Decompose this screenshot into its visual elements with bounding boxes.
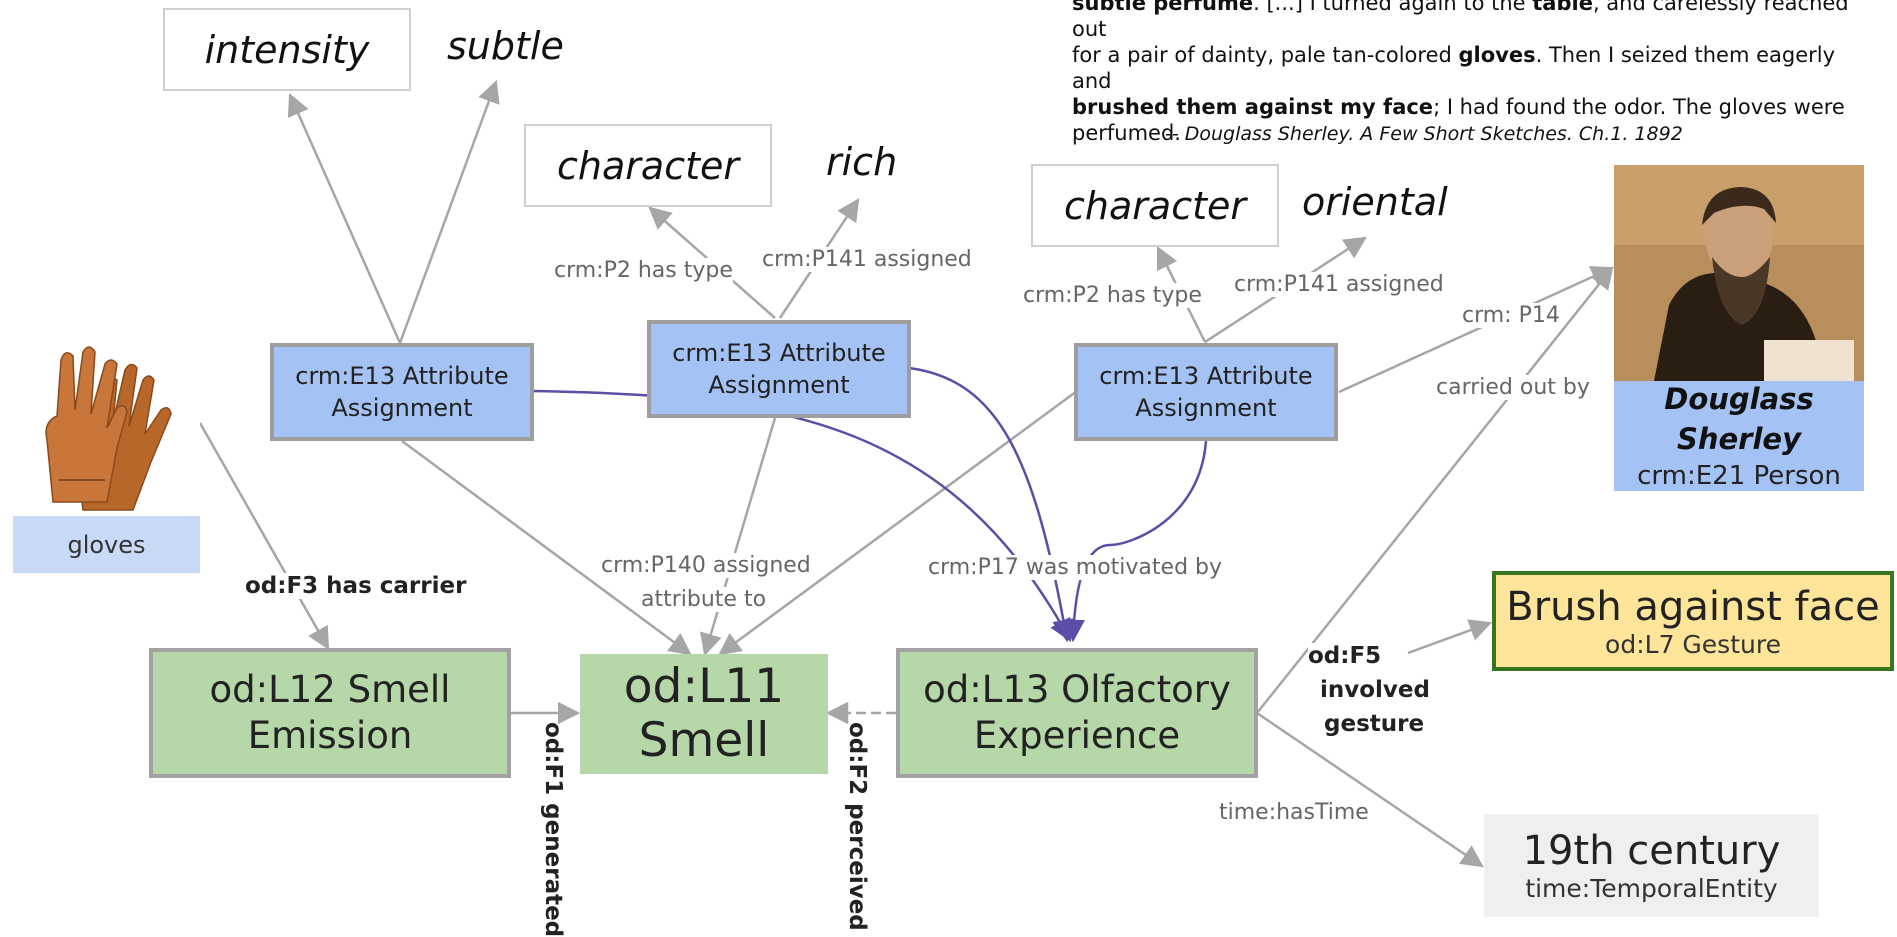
edge-a1-type [287,92,402,344]
edges-layer [198,79,1615,868]
edge-a2-p140 [699,417,777,657]
edge-has-time [1256,711,1484,868]
attr1-type-word: intensity [204,27,370,72]
person-node: Douglass Sherley crm:E21 Person [1614,381,1864,491]
label-p140-line1: crm:P140 assigned [601,553,811,578]
edge-a3-p14 [1338,266,1615,394]
attr2-type-word: character [557,143,739,188]
label-a3-p141: crm:P141 assigned [1234,272,1444,297]
attr3-type-word: character [1064,183,1246,228]
edge-p17-a1 [531,389,1072,642]
gesture-name: Brush against face [1506,583,1880,630]
label-p14: crm: P14 [1462,303,1560,328]
time-name: 19th century [1522,828,1781,874]
edge-carried-out-by [1256,266,1614,714]
smell-emission-label: od:L12 Smell Emission [209,668,451,757]
attr-assignment-3: crm:E13 Attribute Assignment [1074,343,1338,441]
person-type: crm:E21 Person [1637,461,1841,491]
label-p140-line2: attribute to [641,587,767,612]
attr-assignment-1-label: crm:E13 Attribute Assignment [295,362,509,422]
gloves-label: gloves [13,516,200,573]
attr2-type-box: character [524,124,772,207]
quote-citation: -- Douglass Sherley. A Few Short Sketche… [1165,123,1683,145]
time-type: time:TemporalEntity [1525,874,1778,903]
label-f5-line3: gesture [1324,711,1425,737]
edge-f5 [1407,619,1493,655]
edge-p17-a3 [1062,440,1208,643]
label-has-time: time:hasTime [1219,800,1369,825]
attr-assignment-1: crm:E13 Attribute Assignment [270,343,534,441]
label-a2-p141: crm:P141 assigned [762,247,972,272]
smell-node: od:L11 Smell [580,654,828,774]
label-p17: crm:P17 was motivated by [928,555,1223,580]
attr2-value-word: rich [826,140,898,184]
attr-assignment-2-label: crm:E13 Attribute Assignment [672,339,886,399]
quote-text: subtle perfume. [...] I turned again to … [1072,0,1872,146]
gloves-icon [45,346,172,511]
person-name: Douglass Sherley [1664,382,1814,456]
gesture-node: Brush against face od:L7 Gesture [1492,571,1894,671]
edge-a3-p140 [718,389,1078,656]
gloves-image [13,330,200,515]
attr1-type-box: intensity [163,8,411,91]
label-carried-out-by: carried out by [1436,375,1590,400]
label-f5-line2: involved [1320,677,1430,703]
attr1-value-word: subtle [447,24,564,68]
edge-f3 [198,422,330,650]
quote-bold: subtle perfume [1072,0,1254,15]
olfactory-experience-label: od:L13 Olfactory Experience [923,668,1231,757]
label-f1: od:F1 generated [540,722,566,937]
attr-assignment-2: crm:E13 Attribute Assignment [647,320,911,418]
attr-assignment-3-label: crm:E13 Attribute Assignment [1099,362,1313,422]
gesture-type: od:L7 Gesture [1605,629,1781,659]
edge-a1-value [398,79,500,344]
smell-label: od:L11 Smell [623,659,785,768]
person-portrait-icon [1614,165,1864,381]
time-node: 19th century time:TemporalEntity [1484,814,1819,917]
edge-p17-a2 [908,366,1075,643]
label-f3: od:F3 has carrier [245,573,467,599]
attr3-value-word: oriental [1302,180,1448,224]
label-a2-p2: crm:P2 has type [554,258,733,283]
olfactory-experience-node: od:L13 Olfactory Experience [896,648,1258,778]
attr3-type-box: character [1031,164,1279,247]
smell-emission-node: od:L12 Smell Emission [149,648,511,778]
person-portrait [1614,165,1864,381]
label-f2: od:F2 perceived [844,722,870,931]
label-a3-p2: crm:P2 has type [1023,283,1202,308]
edge-a1-p140 [401,439,692,656]
